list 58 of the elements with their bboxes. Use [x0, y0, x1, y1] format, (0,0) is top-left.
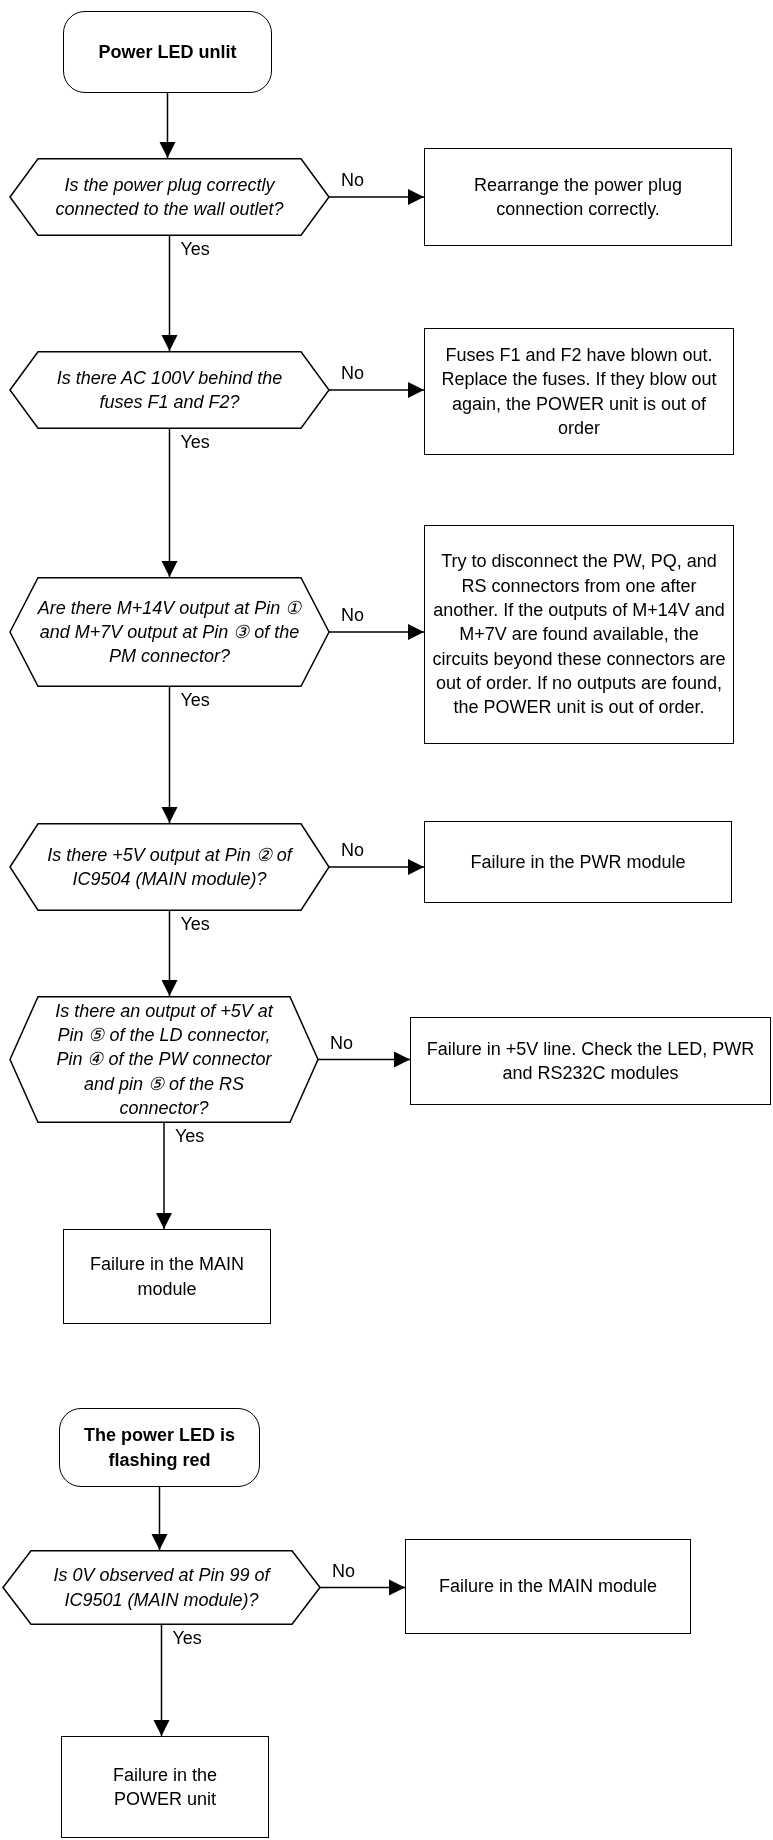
action-text: Failure in the MAIN module: [88, 1253, 246, 1301]
process-box: [424, 525, 734, 744]
action-text: Try to disconnect the PW, PQ, and RS connectors from one after another. If the outputs of M+14V and M+7V are found available, the circuits beyond these connectors are out of order. If no outputs are found, the POWER unit is out of order.: [431, 550, 727, 720]
question-text: Is the power plug correctly connected to the wall outlet?: [54, 173, 285, 221]
action-text: Failure in +5V line. Check the LED, PWR and RS232C modules: [425, 1037, 756, 1085]
process-box: [424, 148, 732, 246]
action-text: Failure in the PWR module: [470, 850, 686, 874]
start-terminal: [59, 1408, 260, 1487]
process-box: [424, 328, 734, 455]
action-text: Failure in the MAIN module: [438, 1575, 658, 1599]
arrow: [156, 1122, 172, 1230]
action-text: Rearrange the power plug connection correctly.: [472, 173, 684, 221]
start-text: Power LED unlit: [98, 40, 237, 64]
decision-hexagon: [10, 158, 329, 236]
arrow: [161, 428, 178, 578]
arrow: [328, 859, 425, 875]
edge-label: No: [341, 841, 364, 859]
question-text: Is there AC 100V behind the fuses F1 and F2?: [55, 366, 284, 414]
arrow: [328, 624, 425, 640]
decision-hexagon: [10, 351, 329, 429]
question-text: Is there +5V output at Pin ② of IC9504 (MAIN module)?: [46, 843, 295, 891]
arrow: [153, 1624, 170, 1737]
arrow: [159, 92, 176, 159]
arrow: [317, 1051, 411, 1068]
question-text: Are there M+14V output at Pin ① and M+7V output at Pin ③ of the PM connector?: [36, 596, 303, 669]
process-box: [405, 1539, 691, 1634]
edge-label: Yes: [172, 1629, 202, 1647]
process-box: [410, 1017, 771, 1105]
arrow: [161, 235, 178, 352]
process-box: [424, 821, 732, 903]
start-terminal: [63, 11, 272, 93]
edge-label: Yes: [180, 240, 210, 258]
arrow: [161, 910, 178, 997]
edge-label: No: [332, 1561, 355, 1580]
action-text: Failure in the POWER unit: [111, 1763, 219, 1811]
start-text: The power LED is flashing red: [83, 1424, 236, 1472]
arrow: [151, 1486, 168, 1551]
arrow: [328, 382, 425, 398]
process-box: [61, 1736, 269, 1838]
process-box: [63, 1229, 271, 1324]
decision-hexagon: [3, 1550, 320, 1625]
arrow: [161, 686, 178, 824]
arrow: [319, 1579, 406, 1596]
question-text: Is there an output of +5V at Pin ⑤ of the LD connector, Pin ④ of the PW connector and pin ⑤ of the RS connector?: [54, 999, 275, 1120]
edge-label: No: [341, 606, 364, 624]
arrow: [328, 189, 425, 205]
decision-hexagon: [10, 996, 318, 1123]
edge-label: Yes: [175, 1127, 205, 1145]
edge-label: Yes: [180, 915, 210, 933]
action-text: Fuses F1 and F2 have blown out. Replace the fuses. If they blow out again, the POWER unit is out of order: [440, 343, 718, 440]
edge-label: No: [341, 364, 364, 382]
edge-label: No: [341, 171, 364, 189]
edge-label: Yes: [180, 433, 210, 451]
decision-hexagon: [10, 823, 329, 911]
edge-label: No: [330, 1033, 353, 1052]
edge-label: Yes: [180, 691, 210, 709]
decision-hexagon: [10, 577, 329, 687]
question-text: Is 0V observed at Pin 99 of IC9501 (MAIN module)?: [52, 1564, 272, 1612]
